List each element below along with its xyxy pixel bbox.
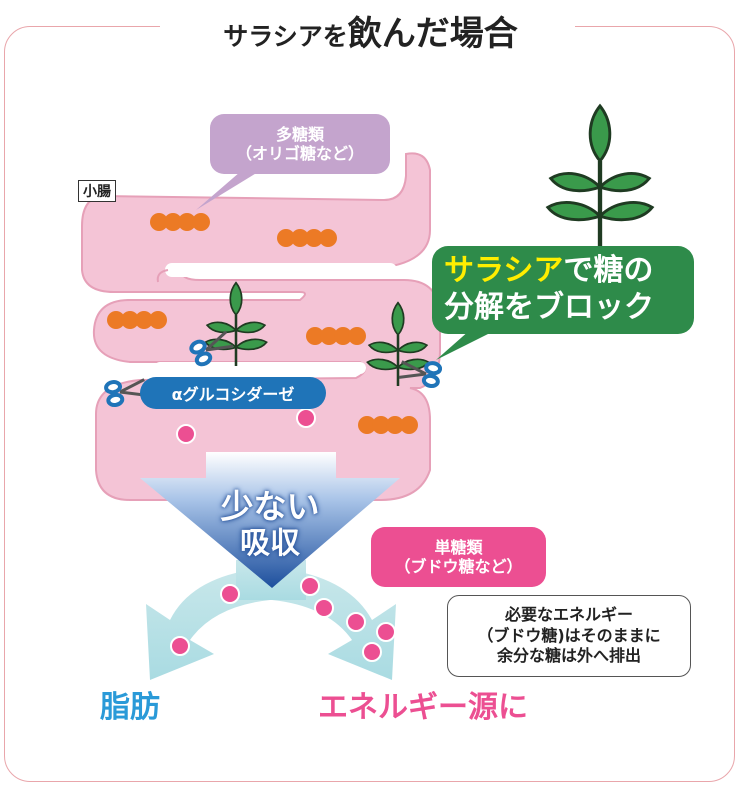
info-box: 必要なエネルギー （ブドウ糖)はそのままに 余分な糖は外へ排出 (447, 595, 691, 677)
monosaccharide-line-2: （ブドウ糖など） (394, 557, 523, 576)
info-line-2: （ブドウ糖)はそのままに (477, 625, 661, 645)
small-intestine-label: 小腸 (78, 180, 116, 202)
salacia-plant-large (548, 106, 652, 248)
salacia-bubble: サラシアで糖の 分解をブロック (432, 246, 694, 334)
salacia-line-2: 分解をブロック (444, 290, 654, 325)
monosaccharide-bubble: 単糖類 （ブドウ糖など） (371, 527, 546, 587)
glucose-dots-fork (170, 576, 396, 662)
outcome-energy: エネルギー源に (318, 690, 528, 725)
page-title: サラシアを飲んだ場合 (0, 6, 741, 55)
outcome-fat: 脂肪 (100, 690, 160, 725)
salacia-line-1: サラシアで糖の (444, 253, 653, 290)
title-part-1: サラシアを (223, 22, 348, 51)
title-background (160, 4, 575, 48)
info-line-1: 必要なエネルギー (504, 604, 633, 624)
sugar-chains (107, 213, 418, 434)
arrow-text-line-2: 吸収 (240, 526, 300, 561)
title-part-2: 飲んだ場合 (347, 14, 518, 54)
enzyme-label: αグルコシダーゼ (140, 377, 326, 409)
polysaccharide-line-2: （オリゴ糖など） (235, 144, 364, 163)
polysaccharide-line-1: 多糖類 (275, 124, 324, 144)
glucose-dots-intestine (176, 408, 316, 444)
down-arrow (140, 452, 400, 588)
polysaccharide-bubble: 多糖類 （オリゴ糖など） (210, 114, 390, 174)
salacia-highlight: サラシア (444, 253, 564, 289)
info-line-3: 余分な糖は外へ排出 (496, 646, 641, 666)
salacia-line-1-rest: で糖の (563, 253, 654, 289)
arrow-text-line-1: 少ない (220, 487, 320, 526)
monosaccharide-line-1: 単糖類 (434, 537, 483, 557)
